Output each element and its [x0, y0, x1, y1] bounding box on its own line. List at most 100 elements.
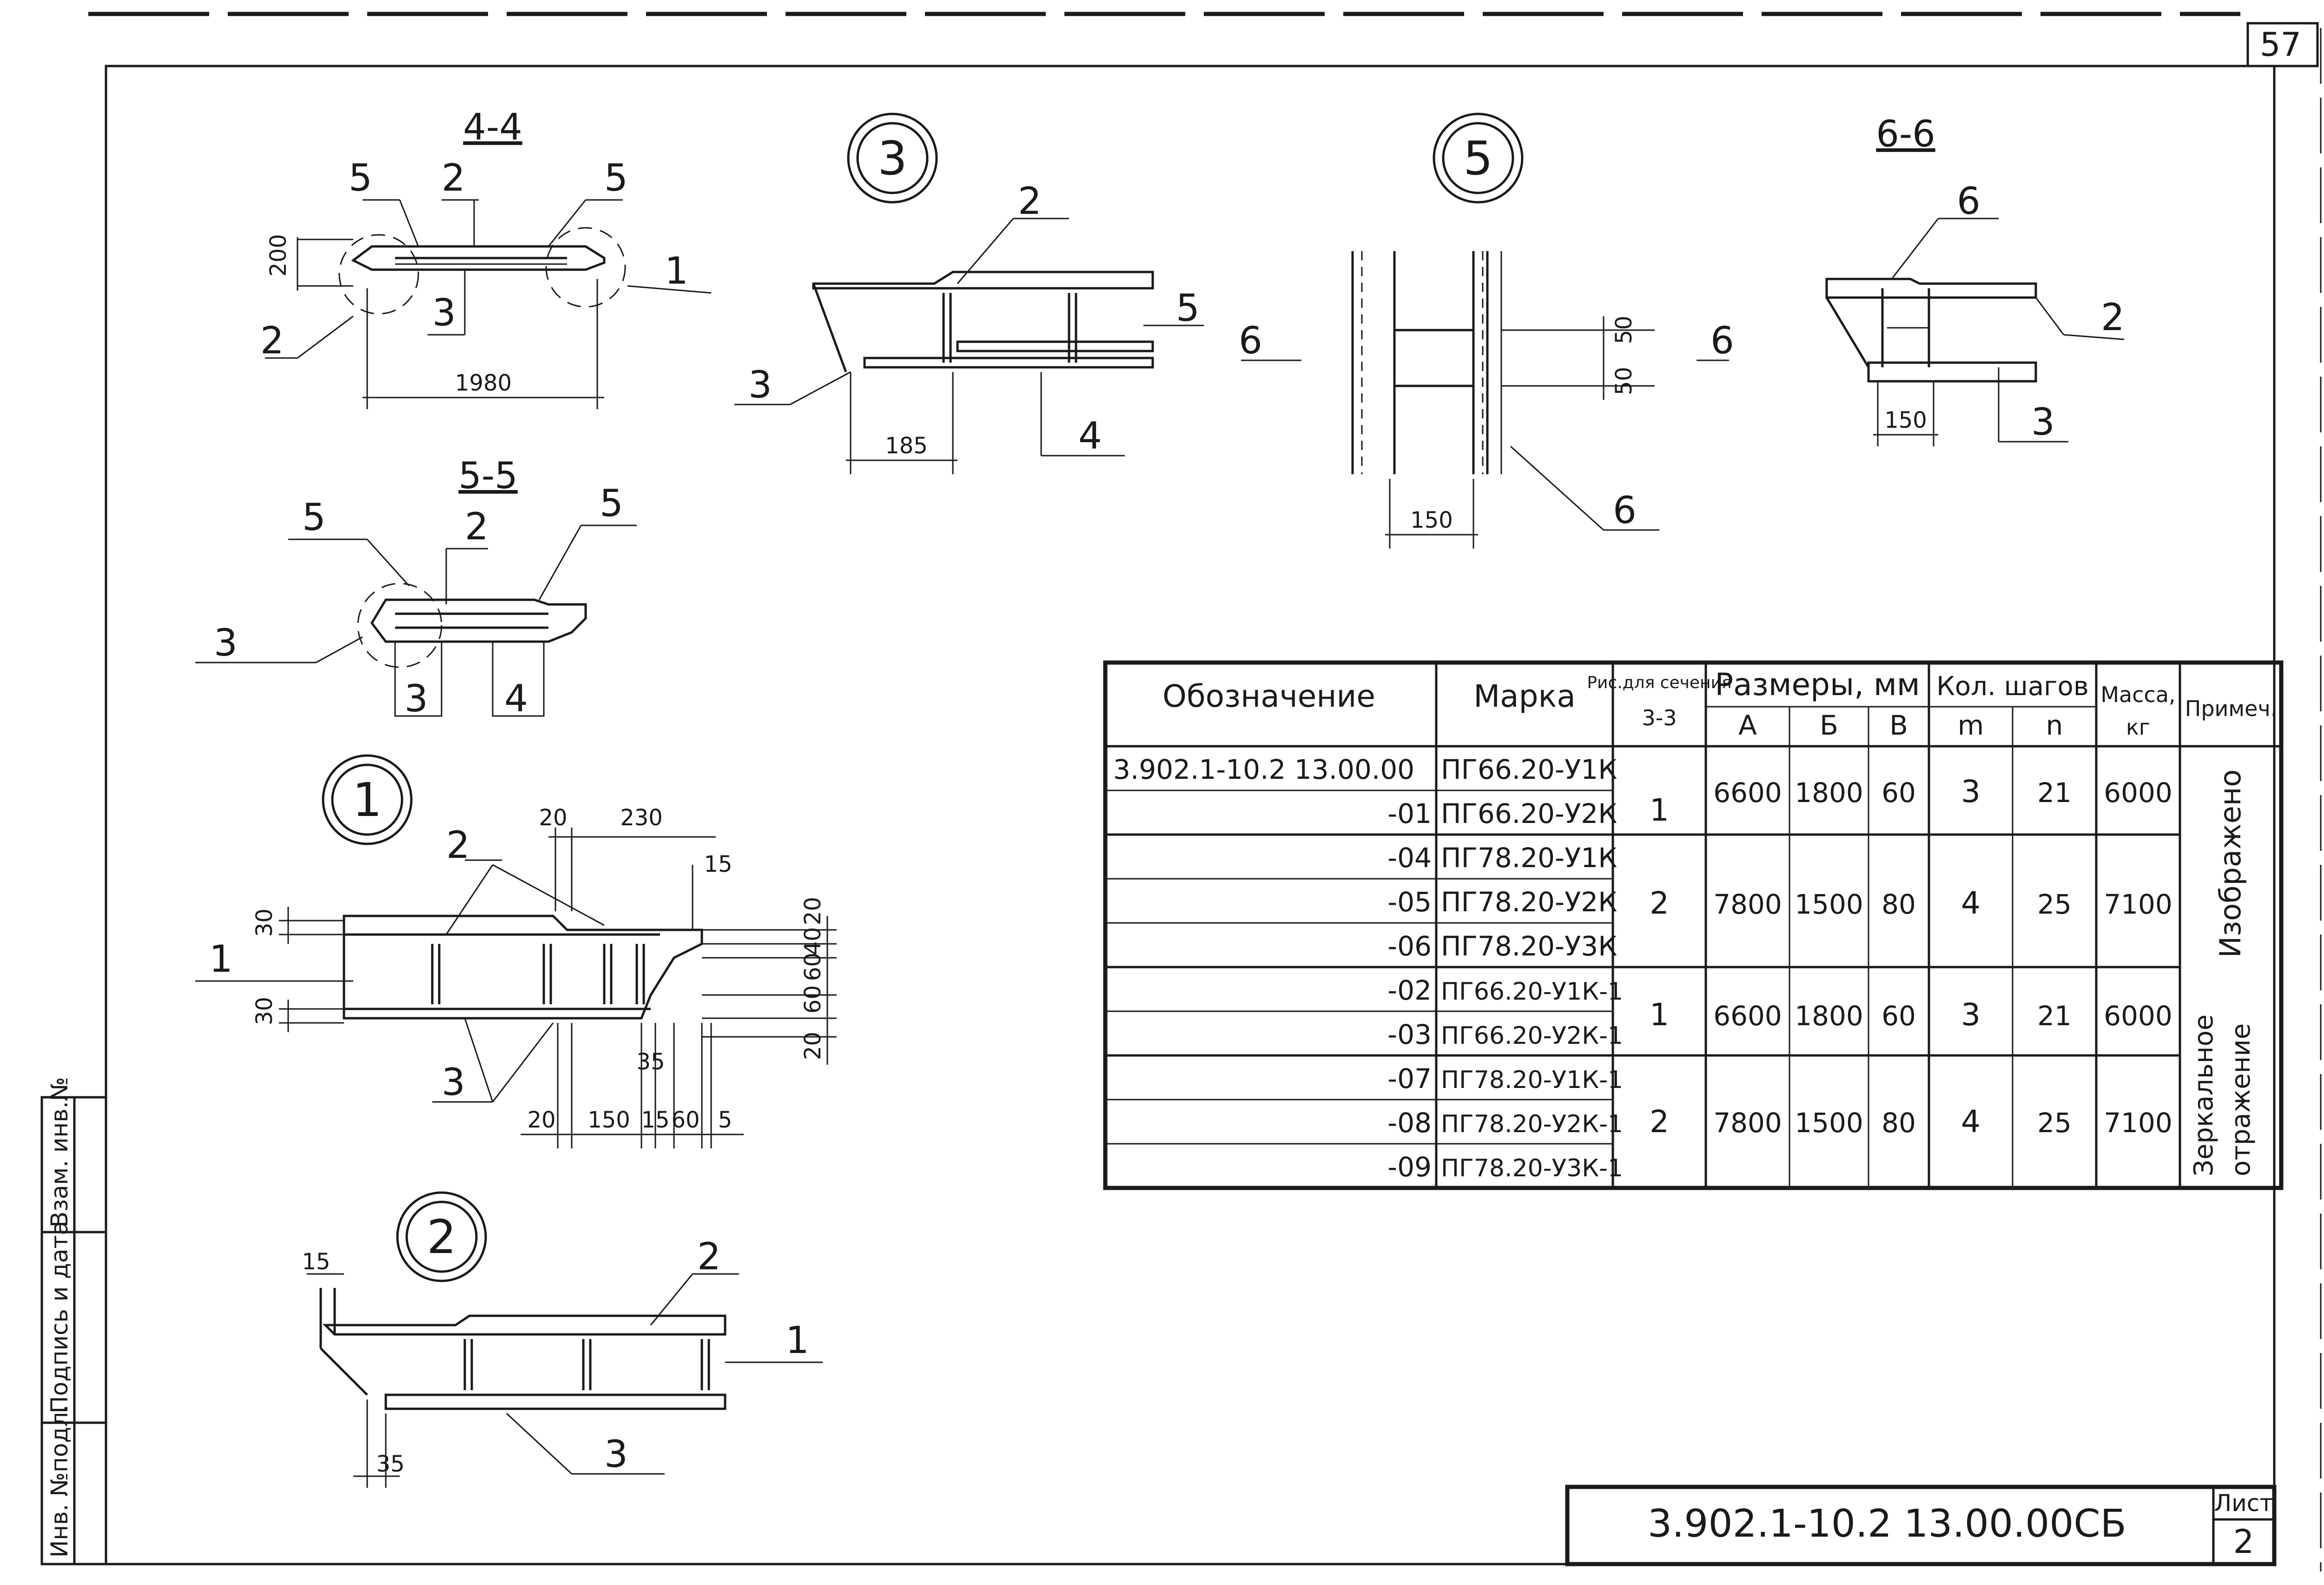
s66-label-2: 2 [2101, 296, 2125, 339]
row-3-mark: ПГ78.20-У2К [1441, 886, 1617, 918]
node-3-label-2: 2 [1018, 179, 1042, 223]
s44-label-2b: 2 [260, 319, 284, 362]
stamp-replaced-inv: Взам. инв.№ [46, 1077, 73, 1227]
group-0-m: 3 [1961, 774, 1981, 809]
node-5: 5 6 6 50 50 150 6 [1239, 113, 1734, 549]
th-step-n: n [2046, 710, 2063, 741]
node-5-dim-50a: 50 [1611, 316, 1637, 344]
s44-label-3: 3 [432, 291, 456, 334]
node-1-label-2: 2 [446, 823, 470, 867]
section-6-6: 6-6 150 6 2 3 [1825, 113, 2125, 446]
group-1-b: 1500 [1795, 889, 1863, 920]
row-5-mark: ПГ66.20-У1К-1 [1441, 978, 1623, 1006]
group-1-n: 25 [2037, 889, 2072, 920]
s55-label-4: 4 [504, 677, 528, 720]
node-5-dim-150: 150 [1410, 507, 1453, 533]
row-8-designation: -08 [1387, 1107, 1432, 1139]
group-0-c: 60 [1882, 777, 1916, 809]
group-0-b: 1800 [1795, 777, 1863, 809]
th-step-m: m [1958, 710, 1984, 741]
group-3-m: 4 [1961, 1104, 1981, 1140]
th-mass-unit: кг [2126, 715, 2150, 740]
node-1-dim-60-bottom: 60 [671, 1107, 700, 1133]
group-3-b: 1500 [1795, 1107, 1863, 1139]
node-3: 3 185 2 5 3 4 [734, 113, 1204, 474]
node-1-dim-15-bottom: 15 [641, 1107, 669, 1133]
group-2-c: 60 [1882, 1000, 1916, 1032]
section-4-4: 4-4 200 1980 5 2 5 1 2 3 [260, 106, 712, 409]
group-2-mass: 6000 [2104, 1000, 2172, 1032]
th-dims: Размеры, мм [1715, 667, 1920, 703]
node-1-dim-30b: 30 [251, 997, 277, 1025]
group-3-fig: 2 [1650, 1104, 1669, 1140]
group-1-m: 4 [1961, 885, 1981, 921]
row-4-mark: ПГ78.20-У3К [1441, 930, 1617, 962]
sheet-label: Лист [2214, 1490, 2273, 1517]
note-mirror-2: отражение [2226, 1023, 2256, 1176]
node-1-label-1: 1 [209, 937, 233, 981]
s66-label-6: 6 [1957, 179, 1981, 223]
s55-label-5b: 5 [600, 482, 623, 525]
row-9-designation: -09 [1387, 1151, 1432, 1183]
th-dim-c: В [1889, 710, 1908, 741]
node-1-dim-20-top: 20 [539, 805, 567, 831]
group-0-a: 6600 [1713, 777, 1782, 809]
row-6-designation: -03 [1387, 1019, 1432, 1050]
node-1: 1 1 2 3 20 230 15 30 30 [195, 754, 837, 1148]
row-5-designation: -02 [1387, 975, 1432, 1006]
side-stamp: Инв. №подл. Подпись и дата Взам. инв.№ [40, 1077, 107, 1565]
s44-label-5a: 5 [349, 156, 372, 199]
section-5-5: 5-5 5 2 5 3 3 4 [195, 455, 637, 720]
s55-label-5a: 5 [302, 496, 326, 539]
node-1-dim-60b: 60 [800, 985, 826, 1014]
note-depicted: Изображено [2213, 769, 2247, 958]
th-designation: Обозначение [1162, 678, 1375, 714]
th-dim-b: Б [1820, 710, 1838, 741]
node-2-label-1: 1 [786, 1319, 809, 1362]
node-2-dim-35: 35 [376, 1451, 404, 1477]
th-note: Примеч. [2185, 696, 2278, 721]
node-1-dim-150: 150 [588, 1107, 630, 1133]
section-4-4-title: 4-4 [463, 106, 522, 148]
node-3-label-3: 3 [748, 363, 772, 406]
s44-label-5b: 5 [604, 156, 628, 199]
group-3-a: 7800 [1713, 1107, 1782, 1139]
row-0-designation: 3.902.1-10.2 13.00.00 [1113, 754, 1414, 785]
node-5-dim-50b: 50 [1611, 367, 1637, 395]
spec-table: Обозначение Марка Рис.для сечения 3-3 Ра… [1103, 660, 2284, 1190]
s55-label-3a: 3 [214, 621, 238, 664]
group-2-n: 21 [2037, 1000, 2072, 1032]
drawing-frame: 57 [88, 12, 2322, 1572]
th-dim-a: А [1738, 710, 1757, 741]
group-2-m: 3 [1961, 997, 1981, 1033]
s66-label-3: 3 [2031, 400, 2055, 444]
group-1-a: 7800 [1713, 889, 1782, 920]
row-2-mark: ПГ78.20-У1К [1441, 842, 1617, 874]
node-1-dim-15-top: 15 [704, 851, 732, 877]
row-1-designation: -01 [1387, 798, 1432, 829]
node-1-label-3: 3 [442, 1061, 465, 1104]
node-1-dim-30a: 30 [251, 909, 277, 937]
node-3-dim-185: 185 [885, 433, 928, 459]
row-7-mark: ПГ78.20-У1К-1 [1441, 1066, 1623, 1094]
title-block: 3.902.1-10.2 13.00.00СБ Лист 2 [1565, 1485, 2277, 1566]
th-steps: Кол. шагов [1936, 671, 2089, 702]
node-3-label-5: 5 [1176, 286, 1200, 330]
th-mass: Масса, [2100, 682, 2175, 707]
section-5-5-title: 5-5 [458, 455, 517, 497]
node-2-dim-15: 15 [302, 1249, 330, 1275]
th-mark: Марка [1473, 678, 1576, 714]
node-1-dim-40: 40 [800, 927, 826, 955]
node-3-label-4: 4 [1078, 414, 1102, 458]
row-6-mark: ПГ66.20-У2К-1 [1441, 1022, 1623, 1050]
node-2-label-2: 2 [697, 1235, 721, 1278]
section-6-6-title: 6-6 [1876, 113, 1935, 155]
node-3-title: 3 [878, 131, 907, 186]
group-2-b: 1800 [1795, 1000, 1863, 1032]
s44-label-1: 1 [665, 249, 688, 292]
row-0-mark: ПГ66.20-У1К [1441, 754, 1617, 785]
node-2-title: 2 [427, 1210, 456, 1264]
node-1-dim-230: 230 [620, 805, 663, 831]
stamp-signature-date: Подпись и дата [46, 1221, 73, 1413]
group-3-n: 25 [2037, 1107, 2072, 1139]
